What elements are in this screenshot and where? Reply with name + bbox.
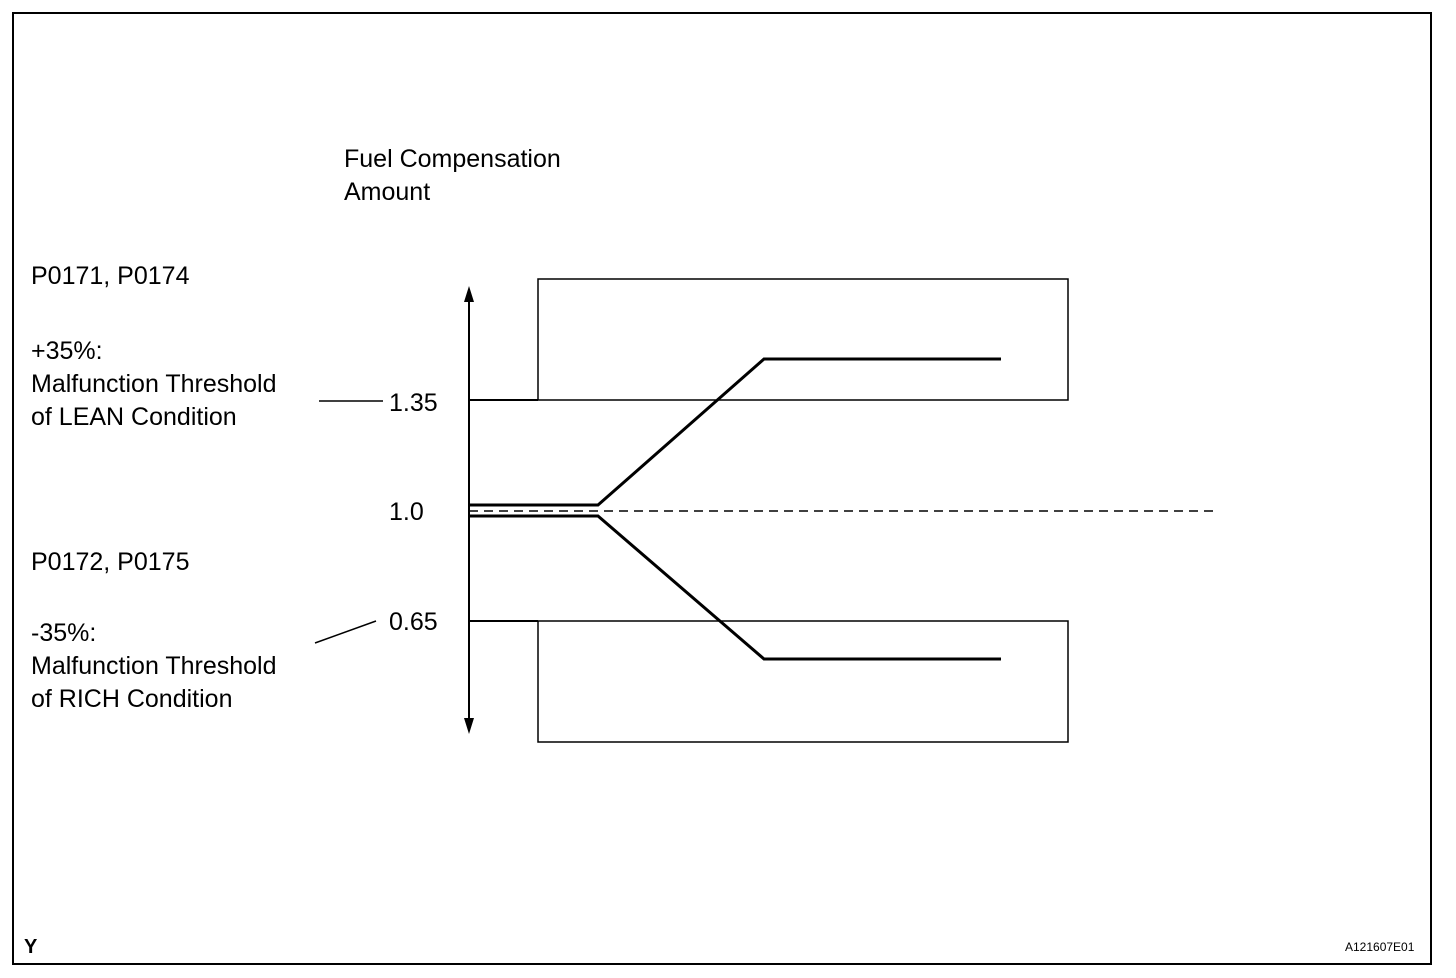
diagram-frame xyxy=(12,12,1432,965)
figure-id: A121607E01 xyxy=(1345,940,1415,954)
axis-arrow-down xyxy=(464,718,474,734)
rich-compensation-trace xyxy=(469,514,1001,661)
lean-threshold-box xyxy=(537,278,1069,401)
axis-title-line1: Fuel Compensation xyxy=(344,145,561,173)
lean-percent-label: +35%: xyxy=(31,337,103,365)
rich-threshold-line2: of RICH Condition xyxy=(31,685,233,713)
tick-label-upper: 1.35 xyxy=(389,389,438,417)
tick-label-middle: 1.0 xyxy=(389,498,424,526)
rich-threshold-line1: Malfunction Threshold xyxy=(31,652,277,680)
tick-label-lower: 0.65 xyxy=(389,608,438,636)
rich-percent-label: -35%: xyxy=(31,619,97,647)
lean-compensation-trace xyxy=(469,357,1001,507)
axis-arrow-up xyxy=(464,286,474,302)
axis-title-line2: Amount xyxy=(344,178,431,206)
lean-dtc-codes: P0171, P0174 xyxy=(31,262,190,290)
lean-threshold-line1: Malfunction Threshold xyxy=(31,370,277,398)
rich-threshold-box xyxy=(537,620,1069,743)
rich-leader-line xyxy=(314,620,377,644)
corner-letter: Y xyxy=(24,936,38,958)
rich-dtc-codes: P0172, P0175 xyxy=(31,548,190,576)
lean-threshold-line2: of LEAN Condition xyxy=(31,403,237,431)
